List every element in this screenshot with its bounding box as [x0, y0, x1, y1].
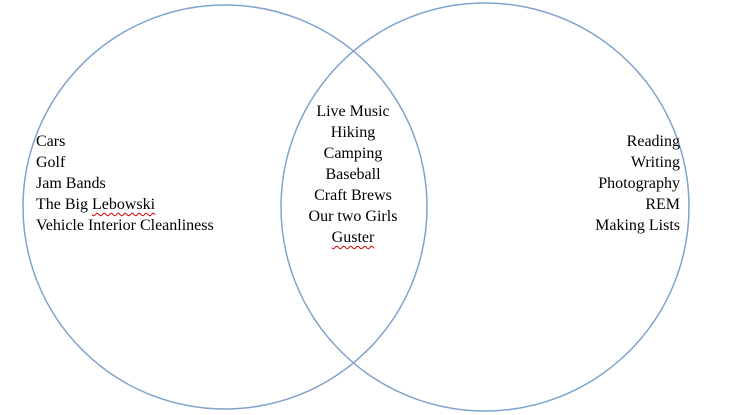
right-set-circle — [280, 2, 690, 412]
shared-item: Baseball — [325, 166, 381, 183]
spellcheck-underlined-word: Guster — [331, 229, 375, 246]
right-only-item: Reading — [626, 133, 680, 150]
right-only-item: Writing — [630, 154, 680, 171]
left-only-item: Vehicle Interior Cleanliness — [36, 217, 214, 234]
left-only-item: The Big Lebowski — [36, 196, 156, 213]
left-only-list: Cars Golf Jam Bands The Big Lebowski Veh… — [36, 131, 214, 236]
right-only-item: Making Lists — [595, 217, 680, 234]
right-only-item: Photography — [598, 175, 680, 192]
shared-item: Live Music — [316, 103, 390, 120]
left-set-circle — [22, 4, 428, 410]
right-only-list: Reading Writing Photography REM Making L… — [595, 131, 680, 236]
right-only-item: REM — [645, 196, 680, 213]
left-only-item: Cars — [36, 133, 66, 150]
shared-item: Camping — [323, 145, 383, 162]
shared-item: Hiking — [330, 124, 376, 141]
spellcheck-underlined-word: Lebowski — [92, 196, 156, 213]
left-only-item: Golf — [36, 154, 66, 171]
shared-item: Our two Girls — [308, 208, 398, 225]
left-only-item: Jam Bands — [36, 175, 106, 192]
shared-item: Craft Brews — [314, 187, 392, 204]
shared-list: Live Music Hiking Camping Baseball Craft… — [292, 101, 414, 248]
shared-item: Guster — [292, 227, 414, 248]
